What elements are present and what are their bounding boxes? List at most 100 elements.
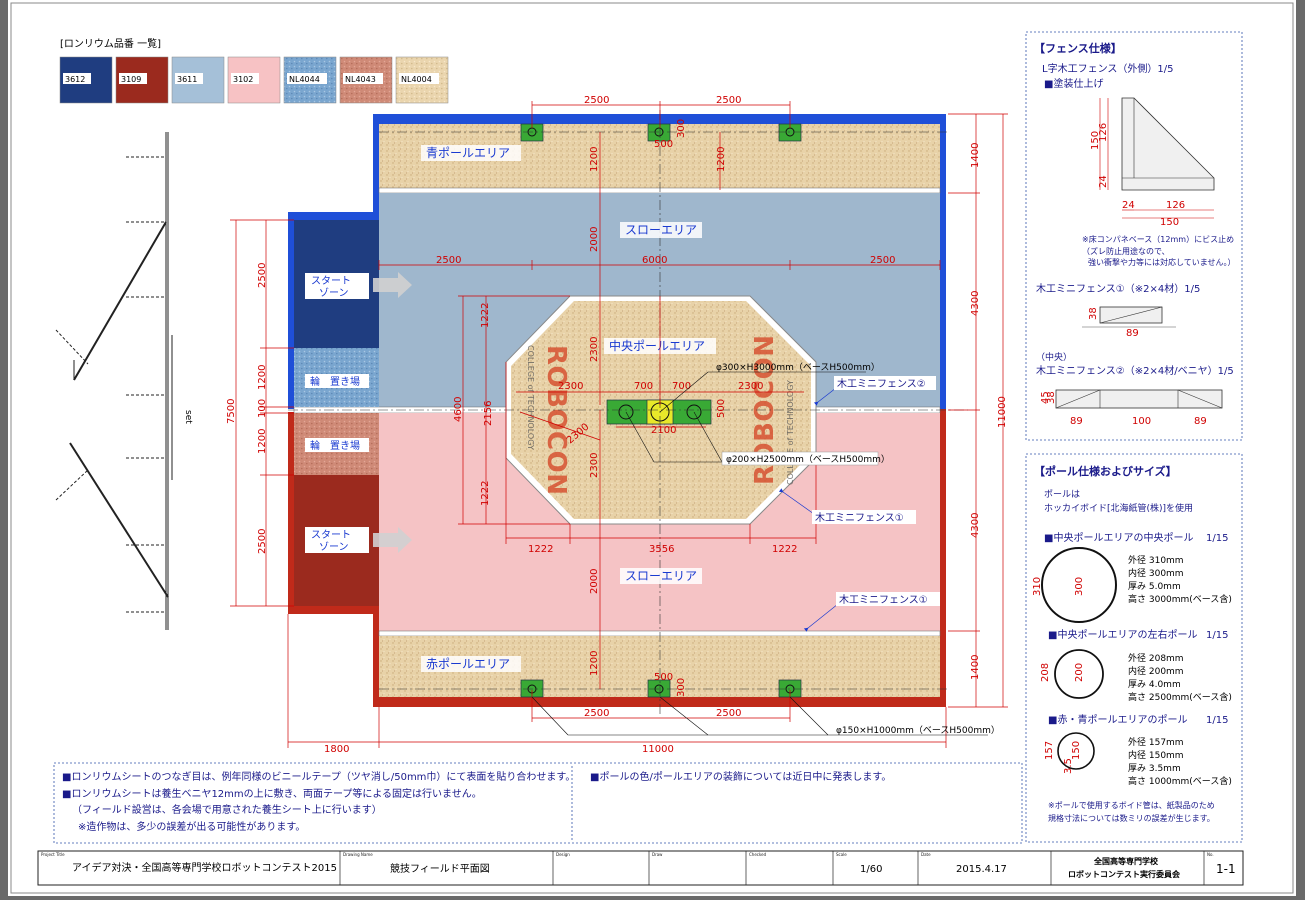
start-zone-bottom-line2: ゾーン [319, 541, 349, 553]
pole1-scale: 1/15 [1206, 533, 1228, 544]
dim-4600: 4600 [453, 397, 464, 422]
fence2-label: 木工ミニフェンス② [837, 378, 926, 390]
dim-top-2500-b: 2500 [716, 95, 741, 106]
fence-spec-panel: 【フェンス仕様】 L字木工フェンス（外側）1/5 ■塗装仕上げ 150 126 … [1025, 31, 1243, 441]
dim-right-1400-bottom: 1400 [970, 655, 981, 680]
sheet-border [10, 2, 1294, 894]
fence-note3: 強い衝撃や力等には対応していません。） [1088, 257, 1236, 267]
pole-spec-intro1: ポールは [1044, 489, 1080, 500]
dim-6000: 6000 [642, 255, 667, 266]
mini-fence2-title: 木工ミニフェンス②（※2×4材/ベニヤ）1/5 [1036, 364, 1234, 377]
pole1-d-outer: 310 [1032, 577, 1043, 596]
pole3-line0: 外径 157mm [1128, 736, 1184, 748]
dim-700-b: 700 [672, 381, 691, 392]
blue-pole-area-label: 青ポールエリア [426, 146, 510, 160]
pole1-line2: 厚み 5.0mm [1128, 581, 1181, 592]
pole-spec-intro2: ホッカイボイド[北海紙管(株)]を使用 [1044, 502, 1193, 514]
dim-500-center: 500 [716, 399, 727, 418]
dim-right-11000: 11000 [997, 396, 1008, 428]
pole2-line1: 内径 200mm [1128, 665, 1184, 677]
tb-design-cap: Design [556, 852, 570, 857]
center-pole-area-label: 中央ポールエリア [609, 338, 705, 353]
fence-d24w: 24 [1122, 200, 1135, 211]
note-line5: ■ポールの色/ポールエリアの装飾については近日中に発表します。 [590, 770, 891, 783]
dim-bottom-11000: 11000 [642, 744, 674, 755]
logo-sub-right: COLLEGE of TECHNOLOGY [786, 380, 795, 485]
start-zone-top-line1: スタート [311, 275, 351, 287]
pole2-circle [1054, 649, 1104, 699]
dim-500-top: 500 [654, 139, 673, 150]
pole2-d-outer: 208 [1040, 663, 1051, 682]
tb-date: 2015.4.17 [956, 864, 1007, 875]
dimension-lines [230, 101, 1008, 748]
fence-d150: 150 [1090, 131, 1101, 150]
mini2-d89b: 89 [1194, 416, 1207, 427]
pole-small-spec-label: φ150×H1000mm（ベースH500mm） [836, 725, 1000, 736]
ring-place-top-label: 輪 置き場 [310, 375, 360, 388]
fence-d126: 126 [1098, 123, 1109, 142]
tb-date-cap: Date [921, 852, 931, 857]
tb-no: 1-1 [1216, 862, 1236, 876]
swatch-code-label: NL4044 [289, 75, 320, 84]
dim-1200-top-b: 1200 [716, 147, 727, 172]
pole1-d-inner: 300 [1074, 577, 1085, 596]
mini1-d89: 89 [1126, 328, 1139, 339]
pole-spec-panel: 【ポール仕様およびサイズ】 ポールは ホッカイボイド[北海紙管(株)]を使用 ■… [1025, 453, 1243, 843]
swatch-section-title: [ロンリウム品番 一覧] [60, 38, 161, 50]
dim-700-a: 700 [634, 381, 653, 392]
mini2-d89a: 89 [1070, 416, 1083, 427]
swatch-code-label: 3109 [121, 75, 141, 84]
swatch-label-bg [287, 73, 327, 84]
start-zone-bottom-line1: スタート [311, 529, 351, 541]
dim-1222-left-bottom: 1222 [480, 481, 491, 506]
pole-foot1: ※ポールで使用するボイド管は、紙製品のため [1048, 800, 1215, 810]
dim-2300-v-bottom: 2300 [589, 453, 600, 478]
red-pole-area-label: 赤ポールエリア [426, 657, 510, 671]
pole3-scale: 1/15 [1206, 715, 1228, 726]
red-fence [373, 697, 946, 707]
pole3-line2: 厚み 3.5mm [1128, 763, 1181, 774]
dim-2500-h-left: 2500 [436, 255, 461, 266]
dimension-labels: 2500 2500 2500 2500 1200 1200 2000 2300 … [226, 95, 1008, 755]
dim-top-2500-a: 2500 [584, 95, 609, 106]
dim-left-100: 100 [257, 399, 268, 418]
title-block: Project Title アイデア対決・全国高等専門学校ロボットコンテスト20… [37, 850, 1244, 886]
dim-1222-bottom-b: 1222 [772, 544, 797, 555]
pole1-line1: 内径 300mm [1128, 567, 1184, 579]
dim-right-1400-top: 1400 [970, 143, 981, 168]
arrow-icon [373, 272, 412, 298]
dim-300-bottom: 300 [676, 678, 687, 697]
dim-3556: 3556 [649, 544, 674, 555]
dim-bottom-2500-b: 2500 [716, 708, 741, 719]
dim-left-2500-top: 2500 [257, 263, 268, 288]
dim-2156: 2156 [483, 401, 494, 426]
logo-text: ROBOCON [541, 345, 571, 495]
tb-no-cap: No. [1207, 852, 1214, 857]
swatch-label-bg [399, 73, 439, 84]
slow-area-top-label: スローエリア [625, 223, 697, 237]
dim-bottom-1800: 1800 [324, 744, 349, 755]
pole-spec-title: 【ポール仕様およびサイズ】 [1034, 464, 1177, 478]
side-set-label: set [183, 410, 193, 424]
swatch-code-label: NL4043 [345, 75, 376, 84]
dim-2500-h-right: 2500 [870, 255, 895, 266]
mini2-d38: 38 [1046, 391, 1057, 404]
pole3-title: ■赤・青ポールエリアのポール [1048, 713, 1187, 726]
red-area-poles [520, 679, 802, 698]
pole-side-spec-label: φ200×H2500mm（ベースH500mm） [726, 454, 890, 465]
pole2-scale: 1/15 [1206, 630, 1228, 641]
dim-2000-top: 2000 [589, 227, 600, 252]
pole3-d-inner-b: 3.5 [1063, 758, 1074, 774]
mini1-d38: 38 [1088, 307, 1099, 320]
dim-2300-h-left: 2300 [558, 381, 583, 392]
notes-box: ■ロンリウムシートのつなぎ目は、例年同様のビニールテープ（ツヤ消し/50mm巾）… [53, 762, 1023, 844]
fence-spec-title: 【フェンス仕様】 [1034, 41, 1122, 55]
dim-left-2500-bottom: 2500 [257, 529, 268, 554]
tb-draw-cap: Draw [652, 852, 663, 857]
ring-place-bottom-label: 輪 置き場 [310, 439, 360, 452]
note-line3: （フィールド設営は、各会場で用意された養生シート上に行います） [72, 803, 382, 816]
pole2-title: ■中央ポールエリアの左右ポール [1048, 628, 1197, 641]
dim-1200-top-a: 1200 [589, 147, 600, 172]
swatch-label-bg [343, 73, 383, 84]
tb-drawing-name: 競技フィールド平面図 [390, 862, 490, 875]
